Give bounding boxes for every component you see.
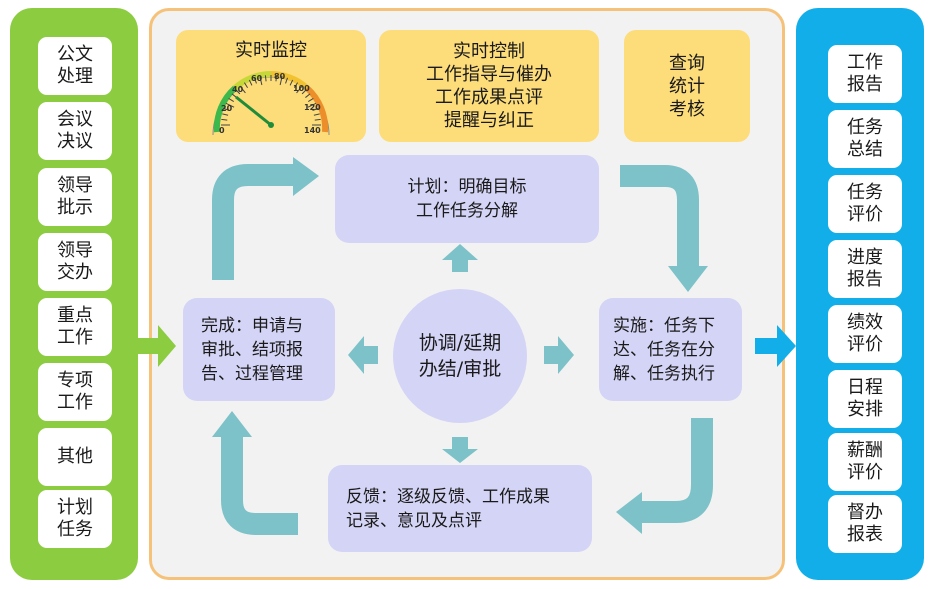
right-item-schedule[interactable]: 日程 安排	[828, 370, 902, 428]
gauge-tick-120: 120	[304, 103, 321, 112]
gauge-tick-0: 0	[219, 126, 225, 135]
left-item-other[interactable]: 其他	[38, 428, 112, 486]
right-item-task-evaluation[interactable]: 任务 评价	[828, 175, 902, 233]
left-item-special-work[interactable]: 专项 工作	[38, 363, 112, 421]
left-item-official-docs[interactable]: 公文 处理	[38, 37, 112, 95]
gauge-tick-80: 80	[274, 72, 286, 81]
right-item-progress-report[interactable]: 进度 报告	[828, 240, 902, 298]
complete-box: 完成：申请与 审批、结项报 告、过程管理	[183, 298, 335, 401]
right-item-supervision-report[interactable]: 督办 报表	[828, 495, 902, 553]
right-item-salary-evaluation[interactable]: 薪酬 评价	[828, 433, 902, 491]
coordinate-circle: 协调/延期 办结/审批	[393, 289, 527, 423]
query-box: 查询 统计 考核	[624, 30, 750, 142]
left-item-key-work[interactable]: 重点 工作	[38, 298, 112, 356]
left-item-plan-task[interactable]: 计划 任务	[38, 490, 112, 548]
gauge-tick-40: 40	[232, 85, 244, 94]
left-item-leader-assignment[interactable]: 领导 交办	[38, 233, 112, 291]
gauge-tick-60: 60	[251, 74, 263, 83]
gauge-tick-20: 20	[221, 104, 233, 113]
right-item-work-report[interactable]: 工作 报告	[828, 45, 902, 103]
left-item-leader-instruction[interactable]: 领导 批示	[38, 168, 112, 226]
gauge-tick-100: 100	[293, 84, 310, 93]
monitor-label: 实时监控	[235, 40, 307, 61]
feedback-box: 反馈：逐级反馈、工作成果 记录、意见及点评	[328, 465, 592, 552]
left-item-meeting-resolution[interactable]: 会议 决议	[38, 102, 112, 160]
control-box: 实时控制 工作指导与催办 工作成果点评 提醒与纠正	[379, 30, 599, 142]
implement-box: 实施：任务下 达、任务在分 解、任务执行	[599, 298, 742, 401]
plan-box: 计划：明确目标 工作任务分解	[335, 155, 599, 243]
monitor-box: 实时监控	[176, 30, 366, 142]
right-item-performance-evaluation[interactable]: 绩效 评价	[828, 305, 902, 363]
gauge-tick-140: 140	[304, 126, 321, 135]
right-item-task-summary[interactable]: 任务 总结	[828, 110, 902, 168]
